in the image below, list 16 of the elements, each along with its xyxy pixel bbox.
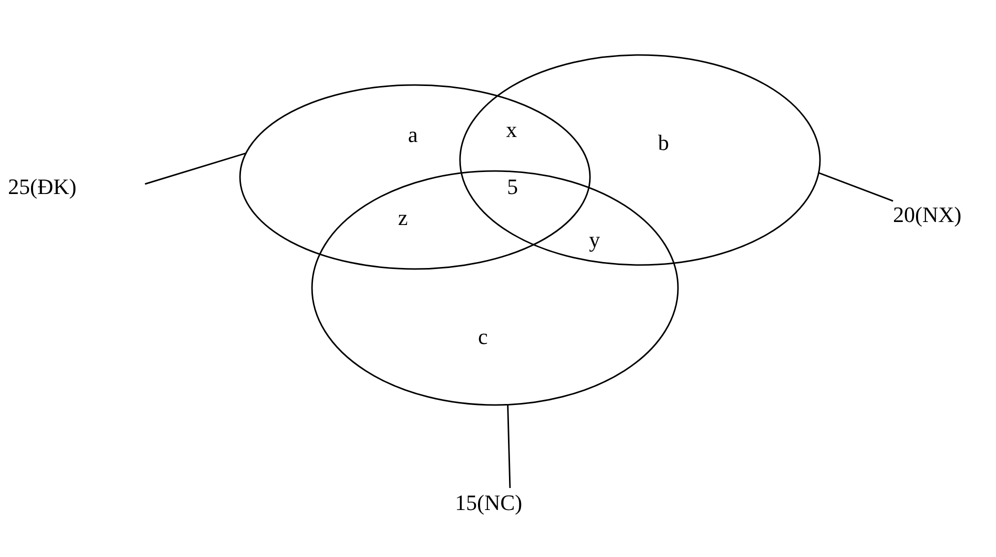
region-label: a xyxy=(408,122,418,148)
region-label: 5 xyxy=(507,174,518,200)
region-label: y xyxy=(589,227,600,253)
region-label: x xyxy=(506,117,517,143)
leader-line xyxy=(144,152,246,185)
set-ellipse xyxy=(311,170,679,406)
set-ellipse xyxy=(459,54,821,266)
region-label: c xyxy=(478,324,488,350)
leader-line xyxy=(507,404,511,488)
leader-line xyxy=(818,172,894,202)
set-ellipse xyxy=(239,84,591,270)
set-size-label: 15(NC) xyxy=(455,490,522,516)
set-size-label: 20(NX) xyxy=(893,202,962,228)
region-label: z xyxy=(398,205,408,231)
set-size-label: 25(ĐK) xyxy=(8,174,76,200)
region-label: b xyxy=(658,130,669,156)
